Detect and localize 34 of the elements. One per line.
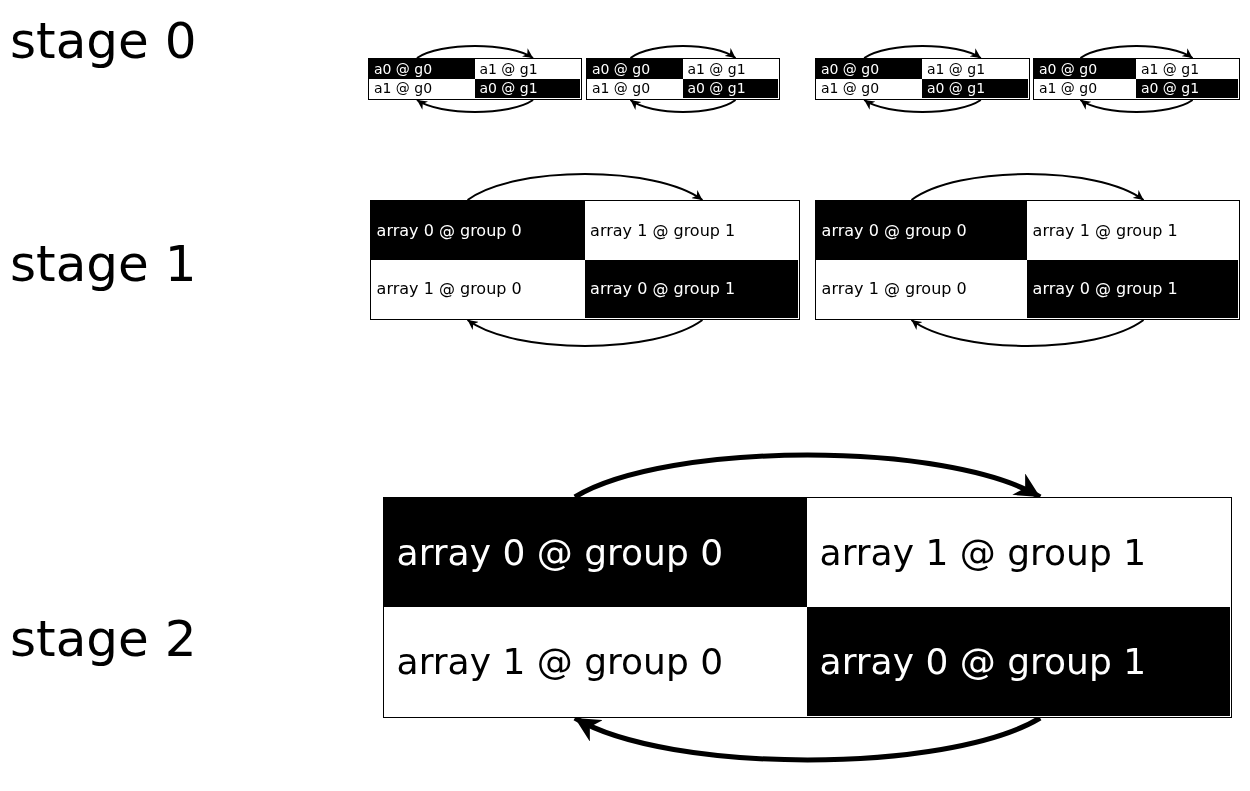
- grid-frame: [368, 58, 582, 100]
- grid-cell: a0 @ g0: [587, 59, 683, 79]
- grid-frame: [815, 58, 1030, 100]
- stage-label: stage 0: [10, 12, 197, 70]
- curved-arrow: [629, 99, 737, 113]
- curved-arrow: [629, 45, 737, 59]
- stage-label: stage 2: [10, 610, 197, 668]
- grid-cell: array 0 @ group 0: [384, 498, 807, 607]
- grid-cell: array 0 @ group 1: [807, 607, 1230, 716]
- curved-arrow: [466, 319, 704, 347]
- stage-label: stage 1: [10, 235, 197, 293]
- grid-frame: [586, 58, 780, 100]
- curved-arrow: [910, 173, 1145, 201]
- curved-arrow: [416, 45, 535, 59]
- grid-frame: [1033, 58, 1240, 100]
- curved-arrow: [863, 45, 982, 59]
- curved-arrow: [1079, 45, 1194, 59]
- grid-frame: [383, 497, 1232, 718]
- grid-cell: array 0 @ group 0: [371, 201, 585, 260]
- grid-cell: a0 @ g1: [1136, 78, 1238, 98]
- curved-arrow: [863, 99, 982, 113]
- curved-arrow: [910, 319, 1145, 347]
- grid-frame: [370, 200, 800, 320]
- grid-cell: array 0 @ group 1: [1027, 259, 1238, 318]
- grid-cell: a0 @ g0: [1034, 59, 1136, 79]
- grid-cell: a0 @ g1: [922, 78, 1028, 98]
- grid-cell: array 0 @ group 0: [816, 201, 1027, 260]
- curved-arrow: [466, 173, 704, 201]
- grid-cell: array 0 @ group 1: [584, 259, 798, 318]
- grid-cell: a0 @ g0: [369, 59, 475, 79]
- curved-arrow: [1079, 99, 1194, 113]
- grid-frame: [815, 200, 1240, 320]
- grid-cell: a0 @ g0: [816, 59, 922, 79]
- curved-arrow: [416, 99, 535, 113]
